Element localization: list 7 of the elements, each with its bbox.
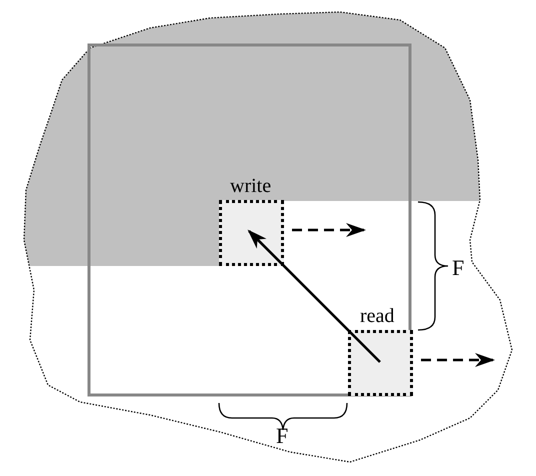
arrow xyxy=(292,223,366,237)
arrow xyxy=(248,230,381,363)
dimension-label: F xyxy=(452,257,464,279)
dimension-label: F xyxy=(276,425,288,447)
cell-label: read xyxy=(360,306,394,326)
arrow xyxy=(421,353,495,367)
cell-label: write xyxy=(230,176,272,196)
